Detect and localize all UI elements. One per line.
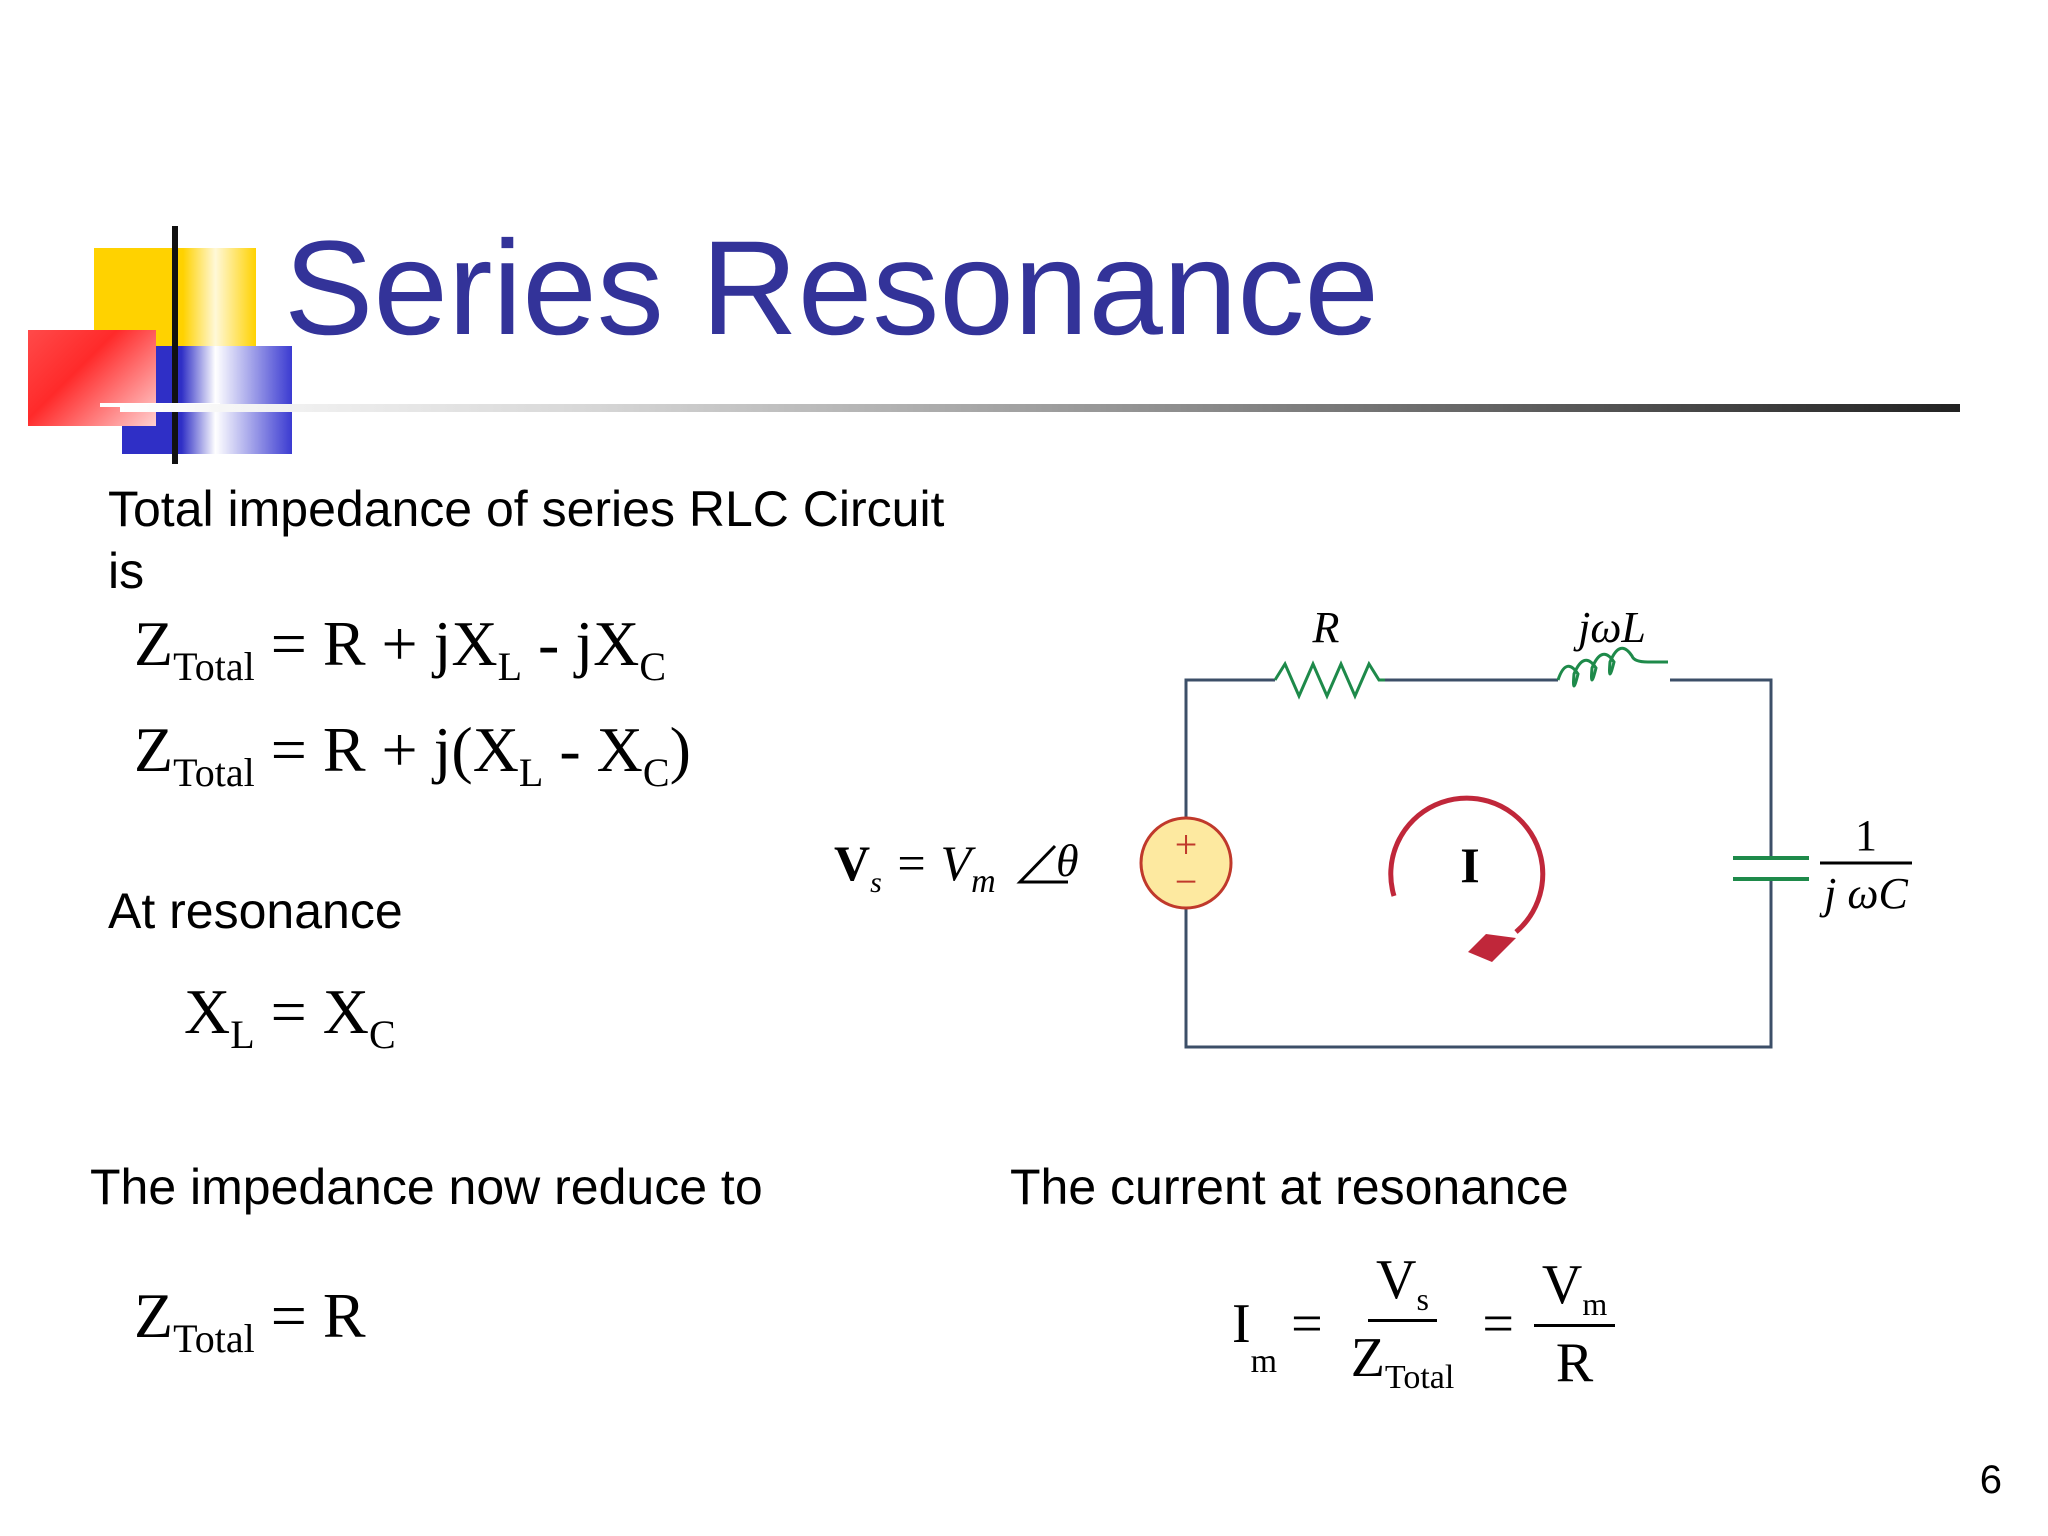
eq2-rhs-end: ): [669, 714, 691, 785]
source-label-m: m: [971, 863, 996, 900]
resistor: [1273, 660, 1385, 700]
source-minus-sign: −: [1175, 859, 1198, 904]
inductor: [1556, 646, 1668, 688]
intro-line-2: is: [108, 543, 145, 599]
capacitor-denominator: j ωC: [1819, 869, 1908, 918]
source-label-theta: θ: [1056, 835, 1079, 886]
eq5-lhs-sub: m: [1250, 1343, 1278, 1381]
eq1-rhs-b: - jX: [522, 608, 640, 679]
source-label: Vs = Vm: [834, 835, 996, 900]
eq5-f1-den-sub: Total: [1384, 1359, 1455, 1397]
current-arrow-head: [1468, 934, 1516, 962]
eq3-lhs: X: [184, 976, 231, 1047]
eq2-sub-l: L: [518, 750, 544, 796]
eq5-f1-num-sub: s: [1416, 1281, 1429, 1318]
eq5-f1-num: Vs: [1368, 1249, 1437, 1323]
eq2-lhs-sub: Total: [173, 750, 255, 796]
eq1-sub-c: C: [639, 644, 667, 690]
eq4-rhs: = R: [254, 1280, 366, 1351]
impedance-reduce-text: The impedance now reduce to: [90, 1159, 763, 1215]
eq3-lhs-sub: L: [230, 1012, 255, 1058]
eq5-f1-den-main: Z: [1350, 1327, 1385, 1390]
eq2-sub-c: C: [642, 750, 670, 796]
intro-line-1: Total impedance of series RLC Circuit: [108, 481, 945, 537]
eq5-eq-1: =: [1291, 1292, 1323, 1355]
source-label-sub: s: [870, 866, 882, 899]
eq5-f1-num-main: V: [1376, 1249, 1417, 1311]
eq3-rhs: = X: [254, 976, 369, 1047]
eq2-rhs-a: = R + j(X: [254, 714, 519, 785]
eq5-fraction-2: Vm R: [1533, 1253, 1616, 1394]
eq1-sub-l: L: [497, 644, 523, 690]
current-loop-arrow: [1388, 795, 1546, 934]
logo-decoration: [26, 226, 296, 466]
eq1-lhs-sub: Total: [173, 644, 255, 690]
eq5-lhs: I: [1232, 1292, 1251, 1355]
logo-vertical-bar: [172, 226, 178, 464]
current-label: I: [1460, 837, 1479, 893]
eq2-rhs-b: - X: [543, 714, 643, 785]
eq5-fraction-1: Vs ZTotal: [1343, 1252, 1463, 1395]
source-label-v: V: [834, 835, 870, 891]
eq1-rhs-a: = R + jX: [254, 608, 498, 679]
equation-impedance-at-resonance: ZTotal = R: [134, 1284, 366, 1359]
wire-right-bottom: [1184, 879, 1773, 1049]
eq5-f2-num-sub: m: [1582, 1285, 1608, 1322]
eq4-lhs-sub: Total: [173, 1316, 255, 1362]
resistor-label: R: [1312, 603, 1340, 652]
source-label-eq: = V: [882, 835, 977, 891]
eq3-rhs-sub: C: [368, 1012, 396, 1058]
circuit-wires: [1184, 678, 1773, 1049]
page-number: 6: [1979, 1458, 2002, 1502]
eq2-lhs: Z: [134, 714, 174, 785]
eq5-f2-num-main: V: [1541, 1253, 1583, 1316]
title-underline: [120, 404, 1960, 412]
intro-text: Total impedance of series RLC Circuit is: [108, 478, 944, 602]
current-resonance-text: The current at resonance: [1010, 1159, 1569, 1215]
wire-top-right: [1670, 678, 1773, 858]
eq4-lhs: Z: [134, 1280, 174, 1351]
capacitor: [1733, 856, 1809, 881]
capacitor-numerator: 1: [1855, 811, 1877, 860]
eq5-f2-den: R: [1555, 1331, 1594, 1394]
equation-total-impedance-grouped: ZTotal = R + j(XL - XC): [134, 718, 691, 793]
equation-total-impedance: ZTotal = R + jXL - jXC: [134, 612, 666, 687]
equation-resonance-condition: XL = XC: [184, 980, 396, 1055]
eq1-lhs: Z: [134, 608, 174, 679]
eq5-f2-num: Vm: [1533, 1253, 1616, 1327]
voltage-source: [1139, 816, 1233, 910]
wire-top-left: [1184, 678, 1275, 833]
eq5-eq-2: =: [1482, 1292, 1514, 1355]
rlc-circuit-diagram: R jωL 1 j ωC + − Vs = Vm θ I: [834, 603, 1912, 1049]
at-resonance-text: At resonance: [108, 883, 403, 939]
inductor-label: jωL: [1573, 603, 1646, 652]
eq5-f1-den: ZTotal: [1343, 1322, 1463, 1395]
source-plus-sign: +: [1175, 822, 1198, 867]
slide-title: Series Resonance: [284, 214, 1379, 363]
source-angle-symbol: [1016, 844, 1068, 884]
